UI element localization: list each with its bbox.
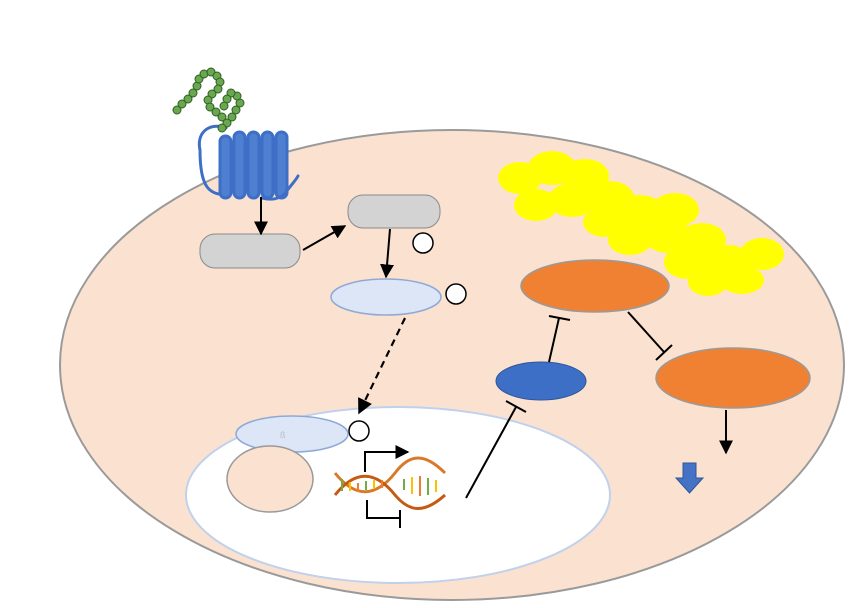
orange-right — [655, 347, 811, 409]
phospho-circle-2 — [445, 283, 467, 305]
nucleus-inhibits-blue — [465, 400, 527, 499]
yellow-droplet-cluster-icon — [498, 151, 784, 296]
light-blue-nuclear — [235, 415, 349, 453]
peach-nuclear — [226, 445, 314, 513]
orange-top — [520, 259, 670, 313]
grey-box-1 — [199, 233, 301, 269]
phospho-circle-3 — [348, 420, 370, 442]
transcription-repression-bar — [366, 500, 400, 519]
light-blue-cyto — [330, 278, 442, 316]
orange-top-inhibits-orange-right — [627, 311, 673, 361]
grey1-to-grey2-arrow — [302, 225, 347, 251]
light-blue-nuclear-mark: ß — [280, 430, 286, 440]
seven-transmembrane-receptor-icon — [197, 124, 300, 201]
blue-inhibits-orange-top — [548, 315, 571, 363]
transcription-start-arrow — [364, 445, 410, 472]
grey-box-2 — [347, 194, 441, 229]
down-arrow-icon — [674, 462, 705, 494]
dna-helix-icon — [333, 456, 447, 510]
lightblue-translocation-arrow — [358, 317, 406, 415]
grey2-to-lightblue-arrow — [380, 228, 395, 279]
blue-mid — [495, 361, 587, 401]
phospho-circle-1 — [412, 232, 434, 254]
ligand-chain-icon — [172, 67, 245, 133]
